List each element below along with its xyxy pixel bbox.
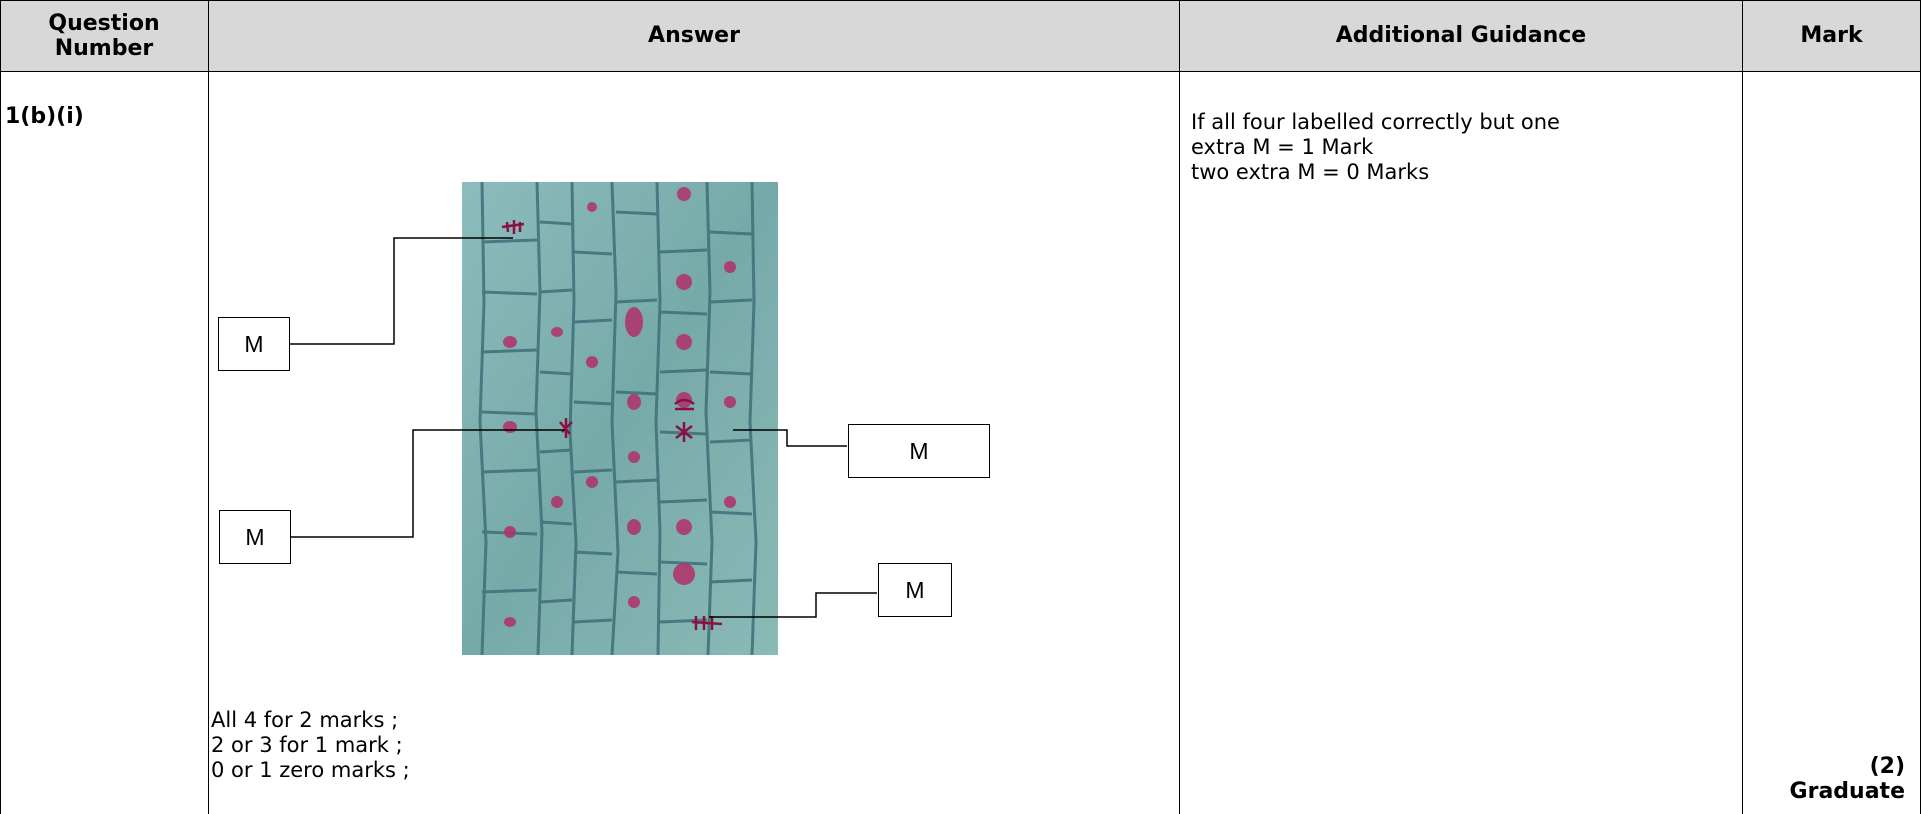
table-header-background	[0, 0, 1921, 71]
answer-line: 0 or 1 zero marks ;	[211, 758, 410, 782]
label-box-m-2: M	[219, 510, 291, 564]
header-question-number: Question Number	[48, 10, 160, 61]
answer-mark-scheme: All 4 for 2 marks ; 2 or 3 for 1 mark ; …	[211, 708, 410, 783]
question-number: 1(b)(i)	[5, 104, 84, 129]
guidance-line: two extra M = 0 Marks	[1191, 160, 1430, 184]
label-box-m-1: M	[218, 317, 290, 371]
header-answer: Answer	[648, 23, 740, 48]
header-divider	[0, 71, 1921, 72]
label-box-m-4: M	[878, 563, 952, 617]
additional-guidance-text: If all four labelled correctly but one e…	[1191, 110, 1611, 185]
column-divider-2	[1179, 0, 1180, 814]
column-divider-1	[208, 0, 209, 814]
guidance-line: If all four labelled correctly but one	[1191, 110, 1560, 134]
header-mark: Mark	[1800, 23, 1863, 48]
answer-line: 2 or 3 for 1 mark ;	[211, 733, 403, 757]
table-left-border	[0, 0, 1, 814]
root-tip-micrograph	[462, 182, 778, 655]
label-box-m-3: M	[848, 424, 990, 478]
mark-value: (2) Graduate	[1790, 754, 1905, 804]
header-additional-guidance: Additional Guidance	[1335, 23, 1587, 48]
table-top-border	[0, 0, 1921, 1]
column-divider-3	[1742, 0, 1743, 814]
guidance-line: extra M = 1 Mark	[1191, 135, 1374, 159]
mark-category: Graduate	[1789, 779, 1905, 804]
answer-line: All 4 for 2 marks ;	[211, 708, 399, 732]
mark-total: (2)	[1869, 754, 1905, 779]
